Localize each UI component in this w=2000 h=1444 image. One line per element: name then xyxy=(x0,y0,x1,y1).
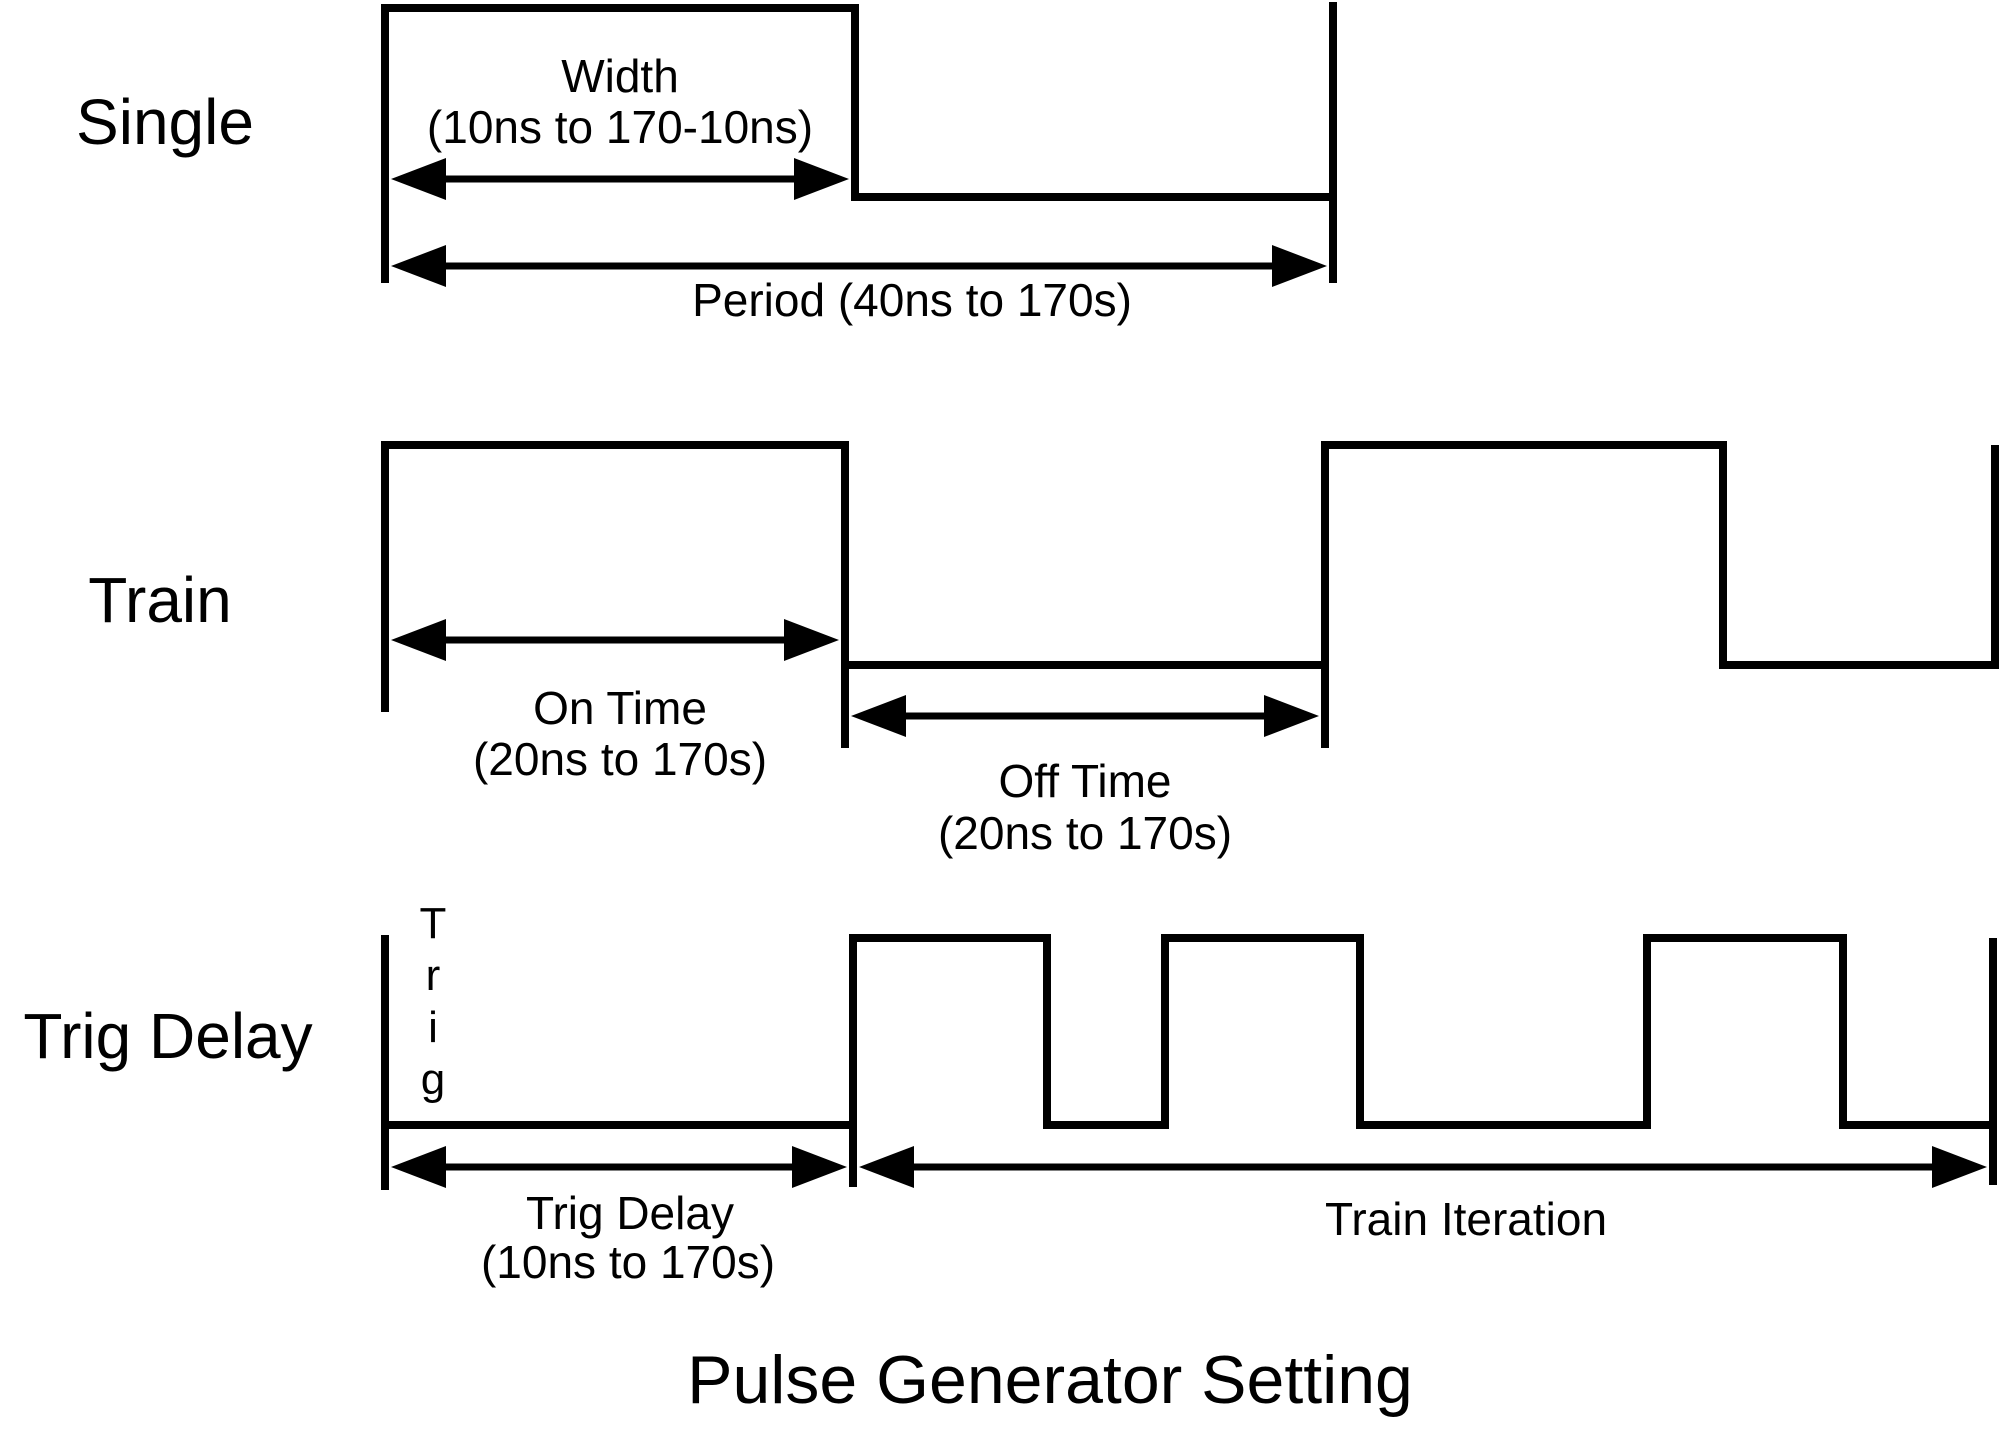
width-arrow xyxy=(391,158,849,200)
train-pulse2 xyxy=(1321,441,1999,748)
trig-delay-dim-label-line1: Trig Delay xyxy=(526,1187,734,1239)
period-label: Period (40ns to 170s) xyxy=(692,274,1132,326)
train-pulse1 xyxy=(381,441,849,748)
width-label-line1: Width xyxy=(561,50,679,102)
off-time-arrow xyxy=(851,695,1319,737)
on-time-label-line1: On Time xyxy=(533,682,707,734)
on-time-label-line2: (20ns to 170s) xyxy=(472,733,768,785)
train-iteration-label: Train Iteration xyxy=(1324,1193,1608,1245)
diagram-title: Pulse Generator Setting xyxy=(687,1342,1413,1418)
trig-letter-i: i xyxy=(428,1003,438,1052)
off-time-label-line1: Off Time xyxy=(998,755,1172,807)
trig-letter-r: r xyxy=(425,951,441,1000)
trig-train-pulses xyxy=(849,934,1993,1187)
trig-letter-t: T xyxy=(419,899,447,948)
trig-letter-g: g xyxy=(420,1055,446,1104)
trig-vertical-label: T r i g xyxy=(420,898,447,1106)
trig-delay-dim-label-line2: (10ns to 170s) xyxy=(480,1236,776,1288)
trig-delay-arrow xyxy=(391,1146,847,1188)
single-row-label: Single xyxy=(76,86,254,158)
train-iteration-arrow xyxy=(859,1146,1987,1188)
trig-delay-row-label: Trig Delay xyxy=(23,1000,313,1072)
period-arrow xyxy=(391,245,1327,287)
single-waveform xyxy=(381,4,1333,283)
train-row-label: Train xyxy=(88,564,232,636)
on-time-arrow xyxy=(391,619,839,661)
width-label-line2: (10ns to 170-10ns) xyxy=(426,101,814,153)
off-time-label-line2: (20ns to 170s) xyxy=(937,807,1233,859)
